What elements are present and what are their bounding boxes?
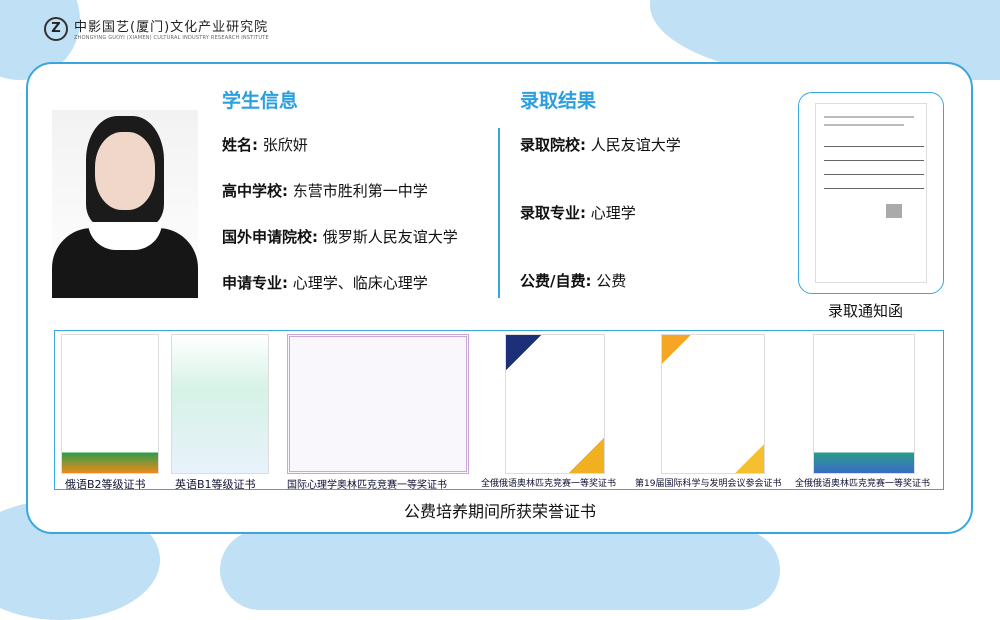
student-photo xyxy=(52,110,198,298)
field-label: 公费/自费: xyxy=(520,272,592,290)
org-name-en: ZHONGYING GUOYI (XIAMEN) CULTURAL INDUST… xyxy=(74,35,269,41)
field-value: 东营市胜利第一中学 xyxy=(292,182,428,200)
certificate-caption: 国际心理学奥林匹克竞赛一等奖证书 xyxy=(287,480,447,491)
certificates-panel: 俄语B2等级证书 英语B1等级证书 国际心理学奥林匹克竞赛一等奖证书 全俄俄语奥… xyxy=(54,330,944,491)
field-label: 录取专业: xyxy=(520,204,586,222)
certificate-caption: 全俄俄语奥林匹克竞赛一等奖证书 xyxy=(481,479,617,489)
field-applied-university: 国外申请院校: 俄罗斯人民友谊大学 xyxy=(222,226,458,247)
certificate-caption: 俄语B2等级证书 xyxy=(65,478,146,491)
certificate-image xyxy=(61,334,159,474)
field-funding: 公费/自费: 公费 xyxy=(520,270,626,291)
header: Z 中影国艺(厦门)文化产业研究院 ZHONGYING GUOYI (XIAME… xyxy=(44,16,269,41)
decor-blob xyxy=(220,530,780,610)
field-label: 高中学校: xyxy=(222,182,288,200)
certificate-caption: 第19届国际科学与发明会议参会证书 xyxy=(635,479,782,489)
admission-letter-image xyxy=(798,92,944,294)
field-admitted-major: 录取专业: 心理学 xyxy=(520,202,636,223)
field-applied-major: 申请专业: 心理学、临床心理学 xyxy=(222,272,428,293)
certificate-caption: 英语B1等级证书 xyxy=(175,478,256,491)
field-admitted-university: 录取院校: 人民友谊大学 xyxy=(520,134,681,155)
field-value: 心理学 xyxy=(590,204,636,222)
certificate-image xyxy=(287,334,469,474)
admission-letter-label: 录取通知函 xyxy=(828,302,904,320)
org-name: 中影国艺(厦门)文化产业研究院 xyxy=(74,20,269,35)
divider xyxy=(498,128,500,298)
field-value: 心理学、临床心理学 xyxy=(292,274,428,292)
field-value: 人民友谊大学 xyxy=(590,136,681,154)
field-value: 俄罗斯人民友谊大学 xyxy=(322,228,458,246)
student-info-title: 学生信息 xyxy=(222,90,299,112)
logo: Z xyxy=(44,16,68,41)
certificate-image xyxy=(171,334,269,474)
certificates-label: 公费培养期间所获荣誉证书 xyxy=(403,502,596,521)
field-label: 申请专业: xyxy=(222,274,288,292)
field-label: 姓名: xyxy=(222,136,258,154)
field-name: 姓名: 张欣妍 xyxy=(222,134,308,155)
field-high-school: 高中学校: 东营市胜利第一中学 xyxy=(222,180,428,201)
certificate-image xyxy=(813,334,915,474)
field-value: 公费 xyxy=(596,272,627,290)
certificate-image xyxy=(505,334,605,474)
admission-result-title: 录取结果 xyxy=(520,90,597,112)
field-label: 录取院校: xyxy=(520,136,586,154)
certificate-image xyxy=(661,334,765,474)
field-value: 张欣妍 xyxy=(262,136,308,154)
certificate-caption: 全俄俄语奥林匹克竞赛一等奖证书 xyxy=(795,479,931,489)
field-label: 国外申请院校: xyxy=(222,228,318,246)
